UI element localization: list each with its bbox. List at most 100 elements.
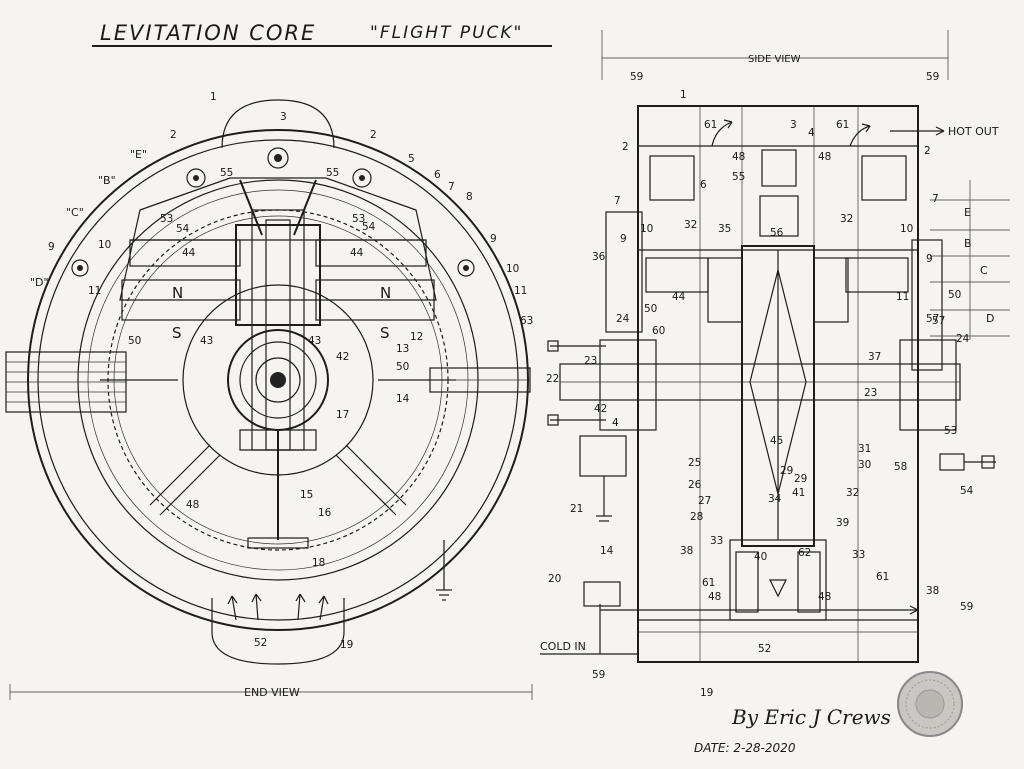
callout-number: 53 xyxy=(944,425,957,437)
callout-number: 7 xyxy=(932,193,939,205)
left-upper-coil xyxy=(645,257,709,293)
probe-bracket xyxy=(239,429,317,451)
callout-number: 3 xyxy=(790,119,797,131)
left-connector xyxy=(579,435,627,477)
callout-number: 50 xyxy=(128,335,141,347)
callout-number: 16 xyxy=(318,507,332,519)
callout-number: 57 xyxy=(932,315,945,327)
right-coil-top xyxy=(315,239,427,267)
dim-d: D xyxy=(986,312,994,325)
left-top-cabinet xyxy=(649,155,695,201)
callout-number: 42 xyxy=(594,403,607,415)
callout-number: 44 xyxy=(182,247,196,259)
callout-number: 27 xyxy=(698,495,711,507)
callout-number: 45 xyxy=(770,435,783,447)
callout-number: 32 xyxy=(684,219,697,231)
callout-number: 41 xyxy=(792,487,805,499)
callout-number: 1 xyxy=(210,91,217,103)
hatch-wedges xyxy=(239,179,317,236)
left-bolt xyxy=(547,340,606,426)
callout-number: 61 xyxy=(836,119,849,131)
left-magnet xyxy=(121,279,241,321)
callout-number: 54 xyxy=(362,221,376,233)
left-bearing xyxy=(599,339,657,431)
callout-number: 4 xyxy=(808,127,815,139)
callout-number: 44 xyxy=(672,291,686,303)
callout-number: 20 xyxy=(548,573,561,585)
signature: By Eric J Crews xyxy=(731,705,891,729)
callout-number: 2 xyxy=(370,129,377,141)
callout-number: 57 xyxy=(926,313,939,325)
callout-number: 19 xyxy=(700,687,713,699)
callout-number: 4 xyxy=(612,417,619,429)
callout-number: 2 xyxy=(170,129,177,141)
callout-number: 24 xyxy=(616,313,630,325)
callout-number: 15 xyxy=(300,489,313,501)
zone-e: "E" xyxy=(130,148,147,161)
top-flow-arrows xyxy=(711,119,945,147)
callout-number: 26 xyxy=(688,479,702,491)
callout-number: 61 xyxy=(876,571,889,583)
end-view-drawing: N N S S "B" "C" "D" "E" END VIEW 1232567… xyxy=(5,91,533,700)
callout-number: 10 xyxy=(98,239,111,251)
callout-number: 19 xyxy=(340,639,353,651)
rotor-coils xyxy=(239,341,317,419)
callout-number: 3 xyxy=(280,111,287,123)
terminal-box xyxy=(583,581,621,607)
bottom-chamber xyxy=(729,539,827,621)
callout-number: 1 xyxy=(680,89,687,101)
callout-number: 23 xyxy=(584,355,597,367)
pole-n-left: N xyxy=(172,284,183,302)
left-plate xyxy=(605,211,643,333)
callout-number: 10 xyxy=(506,263,519,275)
exhaust-arrows xyxy=(227,593,329,621)
callout-number: 63 xyxy=(520,315,533,327)
callout-number: 2 xyxy=(924,145,931,157)
right-knob xyxy=(939,453,996,471)
date: DATE: 2-28-2020 xyxy=(694,741,796,755)
callout-number: 29 xyxy=(780,465,793,477)
callout-number: 61 xyxy=(704,119,717,131)
callout-number: 28 xyxy=(690,511,703,523)
callout-number: 54 xyxy=(176,223,190,235)
callout-number: 2 xyxy=(622,141,629,153)
callout-number: 17 xyxy=(336,409,349,421)
zone-b: "B" xyxy=(98,174,116,187)
bottom-dome xyxy=(211,598,345,665)
left-coil-top xyxy=(129,239,241,267)
callout-number: 53 xyxy=(160,213,173,225)
callout-number: 9 xyxy=(620,233,627,245)
callout-number: 36 xyxy=(592,251,606,263)
callout-number: 61 xyxy=(702,577,715,589)
callout-number: 9 xyxy=(926,253,933,265)
callout-number: 42 xyxy=(336,351,349,363)
callout-number: 38 xyxy=(926,585,939,597)
dim-c: C xyxy=(980,264,988,277)
callout-number: 32 xyxy=(840,213,853,225)
axle-left xyxy=(5,351,127,413)
callout-number: 24 xyxy=(956,333,970,345)
top-switch xyxy=(759,195,799,237)
callout-number: 52 xyxy=(758,643,771,655)
rotor-center xyxy=(270,372,286,388)
callout-number: 38 xyxy=(680,545,693,557)
callout-number: 37 xyxy=(868,351,881,363)
callout-number: 25 xyxy=(688,457,701,469)
title-sub: "FLIGHT PUCK" xyxy=(370,23,523,43)
title-main: LEVITATION CORE xyxy=(100,21,316,45)
callout-number: 59 xyxy=(926,71,939,83)
left-magnet-block xyxy=(707,257,743,323)
callout-number: 9 xyxy=(490,233,497,245)
callout-number: 29 xyxy=(794,473,807,485)
bottom-flow-arrows xyxy=(540,604,919,655)
central-core xyxy=(265,219,291,451)
callout-number: 48 xyxy=(732,151,745,163)
callout-number: 50 xyxy=(948,289,961,301)
callout-number: 6 xyxy=(700,179,707,191)
central-column xyxy=(235,224,321,326)
callout-number: 48 xyxy=(708,591,721,603)
callout-number: 48 xyxy=(186,499,199,511)
callout-number: 11 xyxy=(88,285,101,297)
